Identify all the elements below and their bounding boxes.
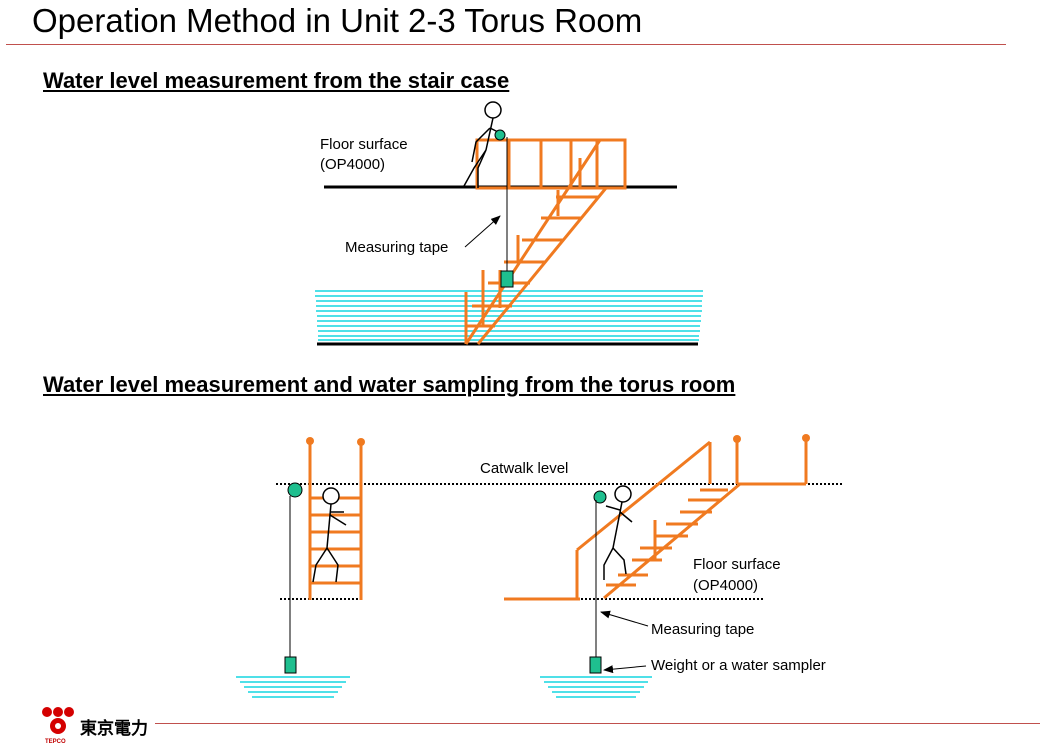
measuring-tape-arrow-bottom (600, 610, 649, 627)
label-weight-sampler: Weight or a water sampler (651, 657, 826, 674)
section-heading-torus-room: Water level measurement and water sampli… (43, 372, 736, 397)
page-title: Operation Method in Unit 2-3 Torus Room (32, 2, 643, 39)
company-abbr: TEPCO (45, 739, 66, 745)
worker-figure-right (603, 485, 633, 580)
tape-reel-right (593, 490, 607, 504)
water-lines-top (315, 290, 703, 341)
weight-right (589, 656, 602, 674)
water-lines-left (236, 676, 350, 698)
weight-arrow-bottom (603, 665, 647, 674)
post-top-right-2 (802, 434, 810, 442)
company-name: 東京電力 (80, 719, 148, 738)
label-floor-op-top: (OP4000) (320, 156, 386, 173)
floor-railing (475, 138, 627, 190)
footer-divider (155, 723, 1040, 724)
post-top-right-1 (733, 435, 741, 443)
label-floor-op-bottom: (OP4000) (693, 577, 759, 594)
title-divider (6, 44, 1006, 45)
tepco-logo-icon (42, 707, 74, 734)
post-top-left-2 (357, 438, 365, 446)
post-top-left-1 (306, 437, 314, 445)
label-floor-surface-bottom: Floor surface (693, 556, 781, 573)
worker-figure-top (463, 101, 502, 188)
tape-reel-left (287, 482, 303, 498)
measuring-tape-arrow-top (464, 215, 501, 248)
label-measuring-tape-bottom: Measuring tape (651, 621, 755, 638)
label-floor-surface-top: Floor surface (320, 136, 408, 153)
label-catwalk-level: Catwalk level (480, 460, 569, 477)
weight-top (500, 270, 514, 288)
ladder-left (308, 441, 363, 600)
label-measuring-tape-top: Measuring tape (345, 239, 449, 256)
tape-reel-top (494, 129, 506, 141)
section-heading-stair-case: Water level measurement from the stair c… (43, 68, 510, 93)
staircase-bottom (575, 440, 808, 600)
worker-figure-left (312, 487, 347, 583)
water-lines-right (540, 676, 652, 698)
weight-left (284, 656, 297, 674)
